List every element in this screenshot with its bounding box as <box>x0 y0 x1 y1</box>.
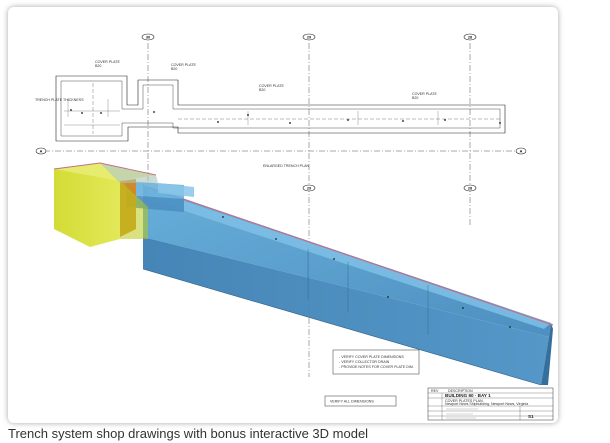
svg-text:COVER PLATE: COVER PLATE <box>412 92 437 96</box>
grid-bubble-28-top: 28 <box>463 33 477 41</box>
title-block: REV DESCRIPTION BUILDING 60 · BAY 1 COVE… <box>427 387 554 421</box>
title-block-rev: REV <box>431 389 439 393</box>
title-block-project: Newport News Shipbuilding, Newport News,… <box>445 402 528 406</box>
svg-text:30: 30 <box>146 35 150 39</box>
plan-side-note: TRENCH PLATE THICKNESS <box>35 98 84 102</box>
svg-text:29: 29 <box>307 35 311 39</box>
trench-plan <box>55 75 506 142</box>
verify-box: VERIFY ALL DIMENSIONS <box>324 395 397 407</box>
plan-title: ENLARGED TRENCH PLAN <box>263 164 309 168</box>
grid-bubble-a-right: A <box>515 147 527 155</box>
title-block-drawn: COVER PLATES PLAN <box>445 399 483 403</box>
grid-bubble-29-top: 29 <box>302 33 316 41</box>
grid-bubble-a-left: A <box>35 147 47 155</box>
svg-text:28: 28 <box>468 186 472 190</box>
title-block-building: BUILDING 60 · BAY 1 <box>445 393 491 398</box>
title-block-description: DESCRIPTION <box>448 389 473 393</box>
notes-box: - VERIFY COVER PLATE DIMENSIONS - VERIFY… <box>332 349 420 375</box>
image-card[interactable]: 30 29 28 29 28 A A <box>8 7 558 423</box>
svg-text:29: 29 <box>307 186 311 190</box>
svg-text:COVER PLATE: COVER PLATE <box>95 60 120 64</box>
note-line-3: - PROVIDE NOTES FOR COVER PLATE DIM. <box>339 365 414 369</box>
svg-text:VERIFY ALL DIMENSIONS: VERIFY ALL DIMENSIONS <box>330 400 374 404</box>
svg-text:B20: B20 <box>171 67 177 71</box>
cover-plate-label-4: COVER PLATE B20 <box>412 92 437 100</box>
title-block-sheet: S1 <box>528 414 534 419</box>
trench-3d-model <box>53 162 554 386</box>
svg-text:A: A <box>520 149 523 153</box>
grid-lines <box>44 43 518 377</box>
svg-text:COVER PLATE: COVER PLATE <box>259 84 284 88</box>
grid-bubble-29-mid: 29 <box>302 184 316 192</box>
grid-bubble-30-top: 30 <box>141 33 155 41</box>
svg-text:COVER PLATE: COVER PLATE <box>171 63 196 67</box>
note-line-1: - VERIFY COVER PLATE DIMENSIONS <box>339 355 404 359</box>
cover-plate-label-1: COVER PLATE B20 <box>95 60 120 68</box>
grid-bubble-28-mid: 28 <box>463 184 477 192</box>
plan-dimension-marks <box>64 99 439 126</box>
cover-plate-label-3: COVER PLATE B20 <box>259 84 284 92</box>
shop-drawing: 30 29 28 29 28 A A <box>35 33 554 421</box>
svg-text:28: 28 <box>468 35 472 39</box>
image-caption: Trench system shop drawings with bonus i… <box>8 426 369 441</box>
note-line-2: - VERIFY COLLECTOR DRAIN <box>339 360 390 364</box>
svg-text:A: A <box>40 149 43 153</box>
cover-plate-label-2: COVER PLATE B20 <box>171 63 196 71</box>
svg-text:B20: B20 <box>95 64 101 68</box>
svg-text:B20: B20 <box>259 88 265 92</box>
svg-text:B20: B20 <box>412 96 418 100</box>
plan-dots <box>70 109 501 124</box>
